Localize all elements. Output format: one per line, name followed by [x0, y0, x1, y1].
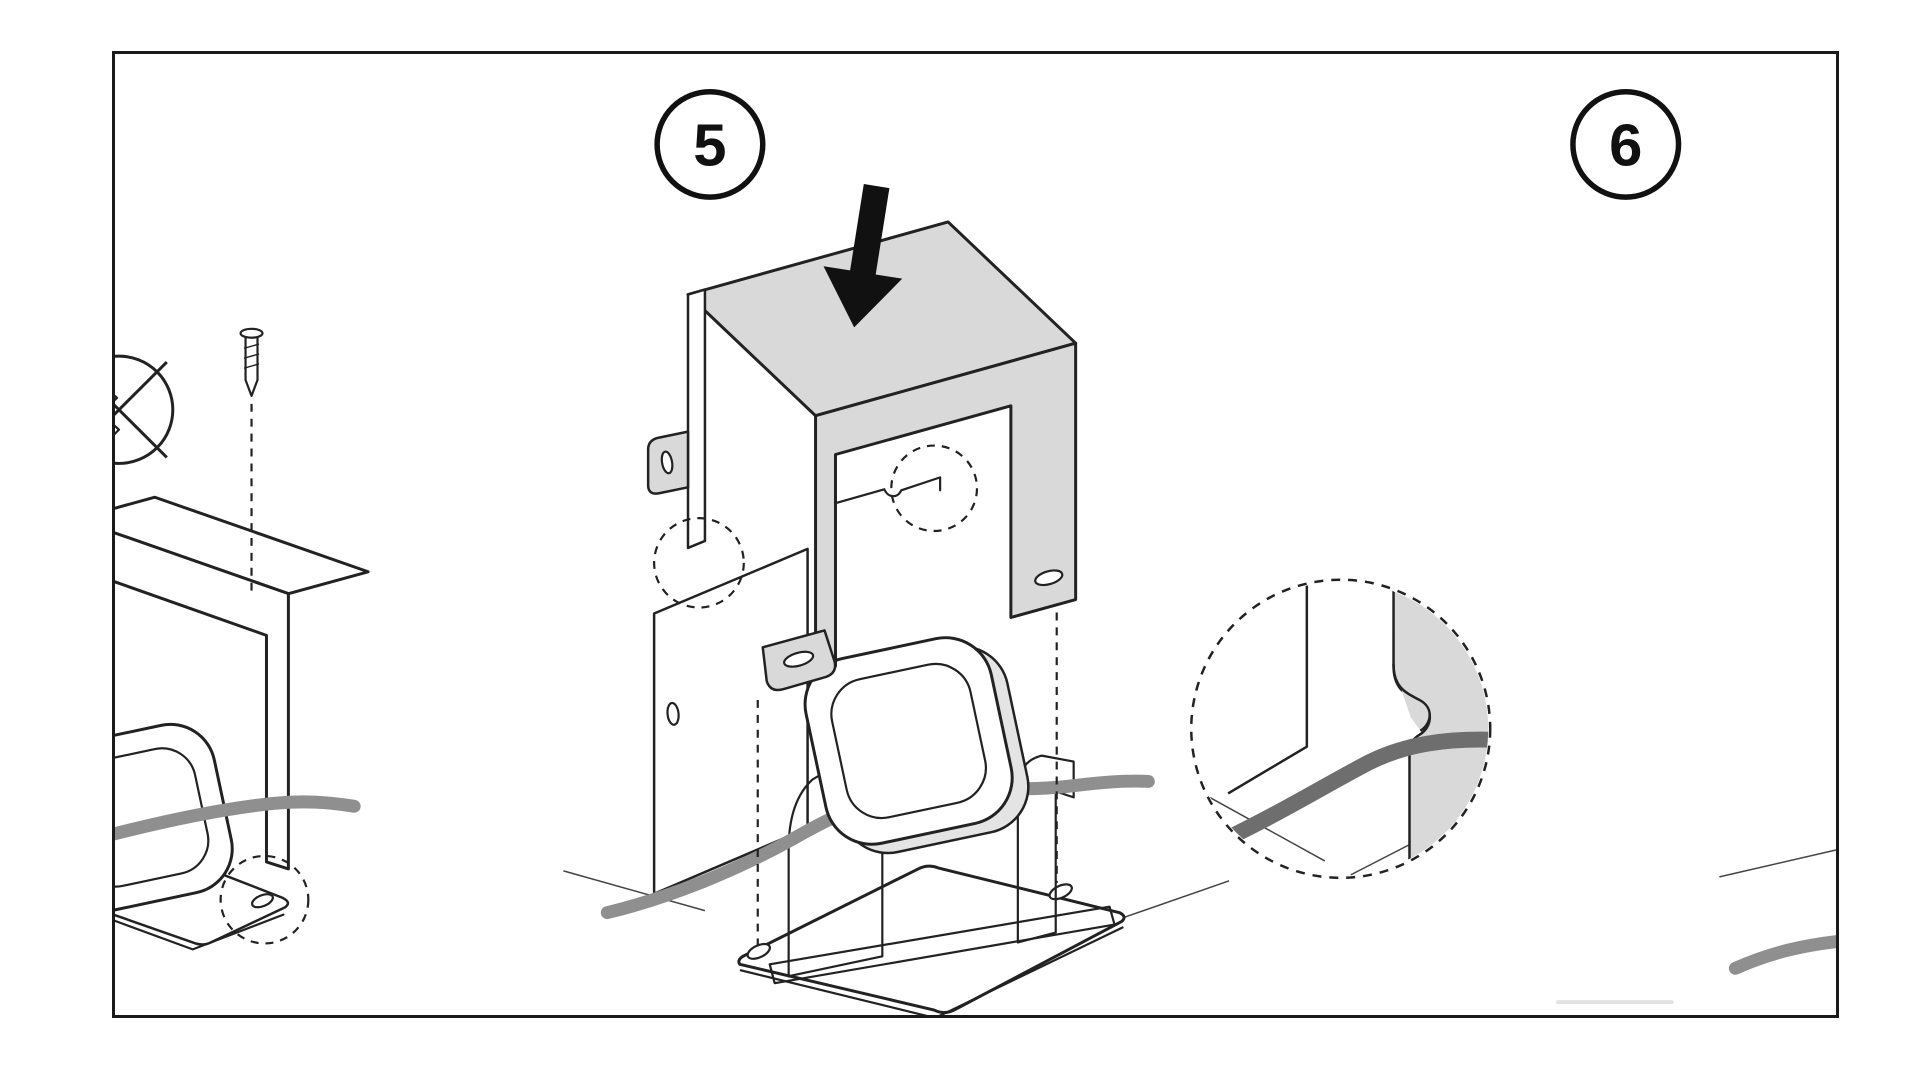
- device-face: [803, 636, 1014, 846]
- instruction-illustration: 5 6: [115, 89, 1836, 1015]
- bracket-foot: [768, 905, 1116, 985]
- step4-partial-figure: [115, 327, 370, 951]
- base-plate-thickness: [115, 913, 285, 951]
- camera-device-partial: [115, 722, 234, 912]
- metal-cover: [646, 220, 1078, 692]
- surface-line: [1123, 880, 1230, 919]
- step-6-number: 6: [1609, 111, 1642, 178]
- wall-plate-edge: [1227, 583, 1309, 795]
- step5-figure: [563, 184, 1230, 1015]
- cover-back-notch-edge: [834, 476, 942, 505]
- camera-device: [803, 636, 1030, 855]
- screw-hole: [251, 893, 274, 909]
- surface-line: [563, 870, 706, 912]
- tab-slot: [660, 450, 674, 475]
- cable: [115, 795, 361, 841]
- cover-front-face: [115, 531, 290, 871]
- cover-left-edge-strip: [686, 288, 707, 550]
- notch-highlight-circle: [219, 854, 310, 945]
- detail-magnifier-circle: [1190, 578, 1492, 880]
- screw-hole-left: [746, 942, 771, 960]
- notch-hook-patch: [1393, 664, 1430, 731]
- cable-detail: [1193, 731, 1489, 861]
- step-6-badge-circle: [1570, 89, 1682, 200]
- screw-icon: [239, 327, 264, 397]
- notch-highlight-circle: [890, 444, 979, 533]
- device-bezel: [830, 662, 987, 820]
- base-plate-thickness: [739, 926, 1124, 1015]
- plate-hole: [666, 701, 680, 726]
- cover-right-slot: [1034, 569, 1064, 587]
- tab-slot: [783, 650, 815, 668]
- cable: [1728, 935, 1836, 975]
- crossed-out-icon: [115, 354, 175, 465]
- notch-highlight-circle: [653, 517, 745, 609]
- step-5-number: 5: [693, 111, 726, 178]
- notch-hook-edge: [1392, 664, 1431, 732]
- down-arrow-icon: [823, 184, 903, 328]
- step-5-badge-circle: [654, 89, 766, 200]
- step-5-badge: 5: [654, 89, 766, 200]
- magnifier-dashed-outline: [1190, 578, 1492, 880]
- surface-line: [1719, 849, 1836, 878]
- step6-partial-figure: [1555, 849, 1836, 1005]
- step-6-badge: 6: [1570, 89, 1682, 200]
- diagram-panel: 5 6: [112, 51, 1839, 1018]
